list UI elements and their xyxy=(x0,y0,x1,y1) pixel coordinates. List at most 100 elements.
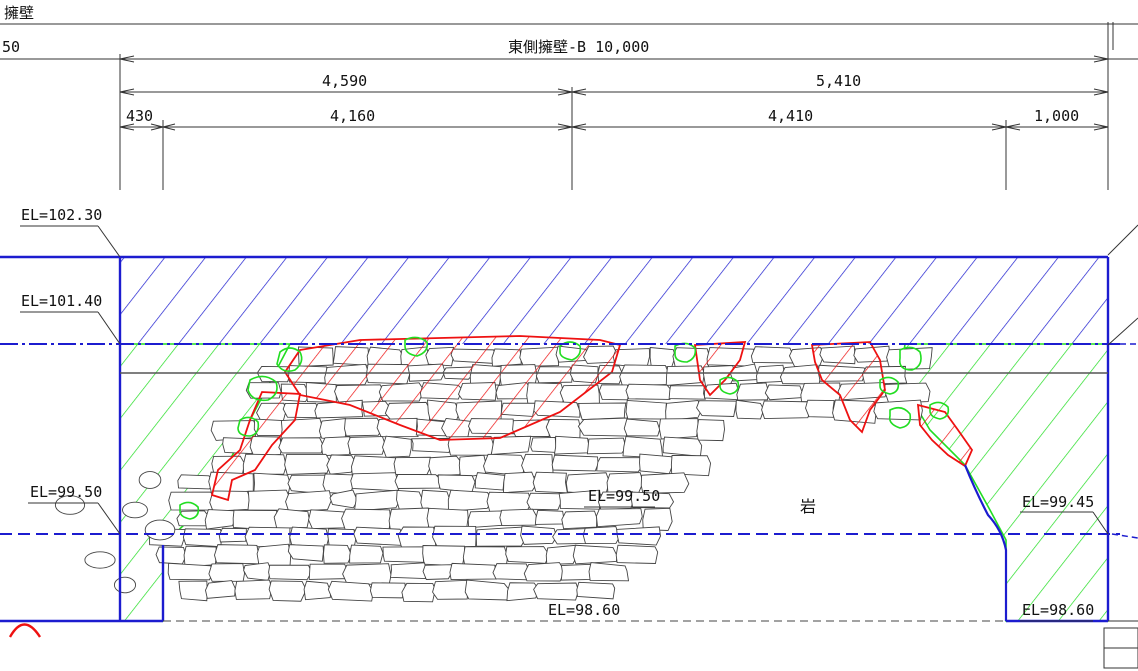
dim-seg1: 4,590 xyxy=(322,72,367,90)
drawing-title: 擁壁 xyxy=(4,4,34,22)
loose-stone xyxy=(138,471,162,489)
stone xyxy=(577,417,628,437)
stone xyxy=(303,580,332,601)
repair-zone xyxy=(210,335,974,502)
stone xyxy=(178,580,208,602)
stone xyxy=(183,545,217,568)
elevation-label-mid-center: EL=99.50 xyxy=(588,487,660,505)
stone xyxy=(268,580,307,602)
stone xyxy=(586,437,627,455)
stone xyxy=(662,436,703,457)
right-border-detail xyxy=(1103,224,1138,669)
stone xyxy=(696,400,737,417)
stone xyxy=(350,472,400,492)
loose-stone xyxy=(113,576,137,594)
dim-sub4: 1,000 xyxy=(1034,107,1079,125)
stone xyxy=(182,528,223,548)
stone xyxy=(243,562,272,581)
stone xyxy=(342,563,392,586)
stone xyxy=(278,437,324,454)
stone xyxy=(658,418,699,440)
stone xyxy=(422,545,466,567)
stone xyxy=(764,384,804,401)
stone xyxy=(308,563,349,580)
dimension-lines xyxy=(0,22,1138,190)
stone xyxy=(218,527,247,543)
stone xyxy=(750,346,794,364)
stone xyxy=(696,419,725,442)
stone xyxy=(168,491,216,511)
loose-stone xyxy=(122,501,148,519)
elevation-label-bottom-right: EL=98.60 xyxy=(1022,601,1094,619)
stone xyxy=(204,509,236,530)
stone xyxy=(805,399,835,418)
stone xyxy=(736,382,769,401)
stone xyxy=(289,526,330,548)
stone xyxy=(284,453,332,475)
dim-total: 東側擁壁-B 10,000 xyxy=(508,38,649,56)
stone xyxy=(353,489,401,512)
stone xyxy=(533,582,579,601)
stone xyxy=(596,457,644,473)
stone xyxy=(490,435,532,455)
stone xyxy=(625,399,667,420)
stone xyxy=(467,510,503,529)
bottom-left-arc-symbol xyxy=(8,623,42,638)
stone xyxy=(639,453,674,475)
stone xyxy=(247,489,292,511)
stone xyxy=(756,364,786,384)
stone xyxy=(520,525,558,545)
stone xyxy=(576,581,616,600)
green-stone-outlines xyxy=(179,336,950,520)
stone xyxy=(735,399,765,420)
stone xyxy=(432,525,477,549)
stone xyxy=(244,526,291,548)
stone xyxy=(205,580,236,599)
stone xyxy=(321,436,351,457)
elevation-label-mid-right: EL=99.45 xyxy=(1022,493,1094,511)
stone xyxy=(382,435,412,458)
elevation-label-upper: EL=101.40 xyxy=(21,292,102,310)
stone xyxy=(572,544,618,565)
stone xyxy=(167,562,213,581)
stone xyxy=(208,563,245,582)
stone xyxy=(475,526,526,547)
stone xyxy=(553,435,590,455)
stone xyxy=(273,508,310,529)
stone xyxy=(353,526,404,546)
rock-label: 岩 xyxy=(800,497,816,516)
stone xyxy=(329,489,358,509)
stone xyxy=(369,582,406,599)
stone xyxy=(462,546,509,567)
wall-outline xyxy=(0,255,1110,623)
elevation-leaders xyxy=(20,225,1109,622)
stone xyxy=(616,526,661,546)
stone xyxy=(349,544,384,564)
stone xyxy=(268,564,312,581)
elevation-label-bottom-center: EL=98.60 xyxy=(548,601,620,619)
stone xyxy=(347,436,386,455)
stone xyxy=(623,418,661,437)
elevation-label-top: EL=102.30 xyxy=(21,206,102,224)
stone xyxy=(155,546,187,565)
loose-stone xyxy=(84,551,116,569)
stone xyxy=(640,472,690,494)
dim-sub2: 4,160 xyxy=(330,107,375,125)
stone xyxy=(401,582,436,603)
stone xyxy=(449,562,498,580)
stone xyxy=(534,509,565,525)
stone xyxy=(390,562,428,580)
dim-sub3: 4,410 xyxy=(768,107,813,125)
stone xyxy=(578,402,627,421)
elevation-lines xyxy=(0,343,1138,622)
loose-stone xyxy=(54,495,86,515)
dim-sub1: 430 xyxy=(126,107,153,125)
stone xyxy=(344,417,384,437)
stone xyxy=(502,471,538,494)
stone xyxy=(505,546,550,564)
stone xyxy=(177,474,215,490)
stone xyxy=(397,526,437,549)
stone xyxy=(432,579,469,600)
stone xyxy=(619,364,671,387)
rock-boundary xyxy=(963,464,1008,621)
